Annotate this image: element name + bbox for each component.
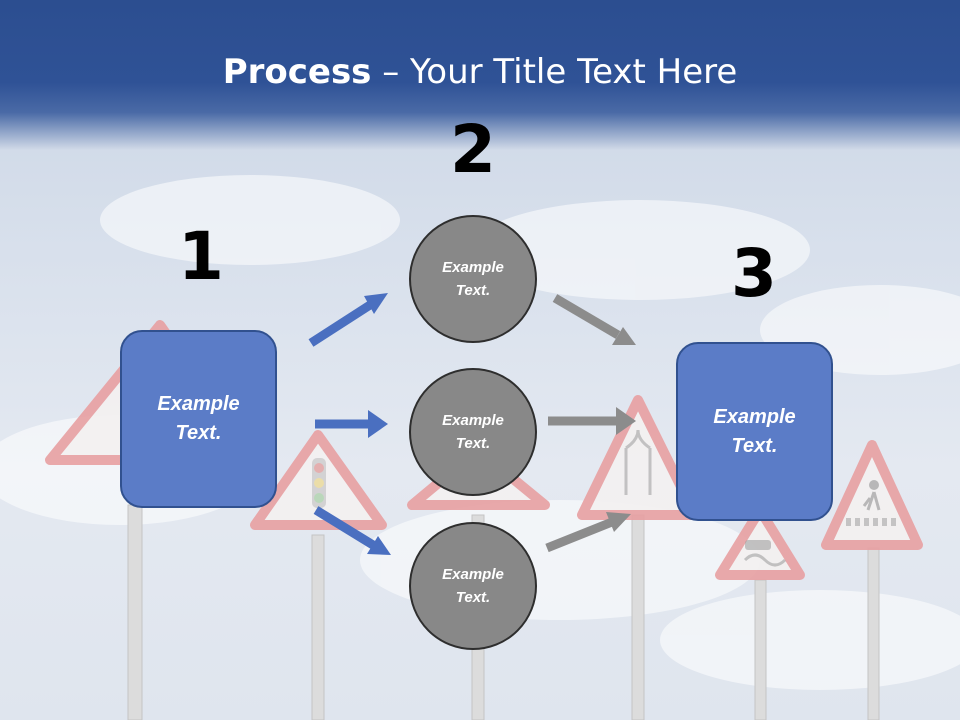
step-1-box-text: Example Text. — [157, 393, 240, 444]
step-2-circle-bottom: Example Text. — [409, 522, 537, 650]
circle-top-text: Example Text. — [442, 259, 504, 299]
blue-arrows — [308, 293, 391, 555]
gray-arrow-from-top — [552, 294, 621, 339]
gray-arrows — [545, 294, 636, 553]
blue-arrow-head-bottom — [367, 536, 391, 555]
gray-arrow-from-bottom — [545, 517, 614, 553]
slide-title: Process – Your Title Text Here — [0, 52, 960, 92]
step-number-3: 3 — [731, 235, 777, 312]
title-bold: Process — [222, 52, 372, 92]
gray-arrow-head-top — [612, 327, 636, 345]
blue-arrow-to-top — [308, 301, 373, 347]
step-3-box-text: Example Text. — [713, 405, 796, 457]
blue-arrow-to-bottom — [313, 506, 376, 549]
step-3-box: Example Text. — [676, 342, 833, 521]
step-number-1: 1 — [178, 218, 224, 295]
header-band — [0, 0, 960, 150]
circle-middle-text: Example Text. — [442, 412, 504, 452]
blue-arrow-head-top — [364, 293, 388, 314]
title-rest: – Your Title Text Here — [371, 52, 738, 92]
step-2-circle-top: Example Text. — [409, 215, 537, 343]
circle-bottom-text: Example Text. — [442, 566, 504, 606]
step-1-box: Example Text. — [120, 330, 277, 508]
gray-arrow-head-middle — [616, 407, 636, 435]
blue-arrow-head-middle — [368, 410, 388, 438]
gray-arrow-head-bottom — [606, 512, 631, 532]
step-number-2: 2 — [450, 111, 496, 188]
step-2-circle-middle: Example Text. — [409, 368, 537, 496]
